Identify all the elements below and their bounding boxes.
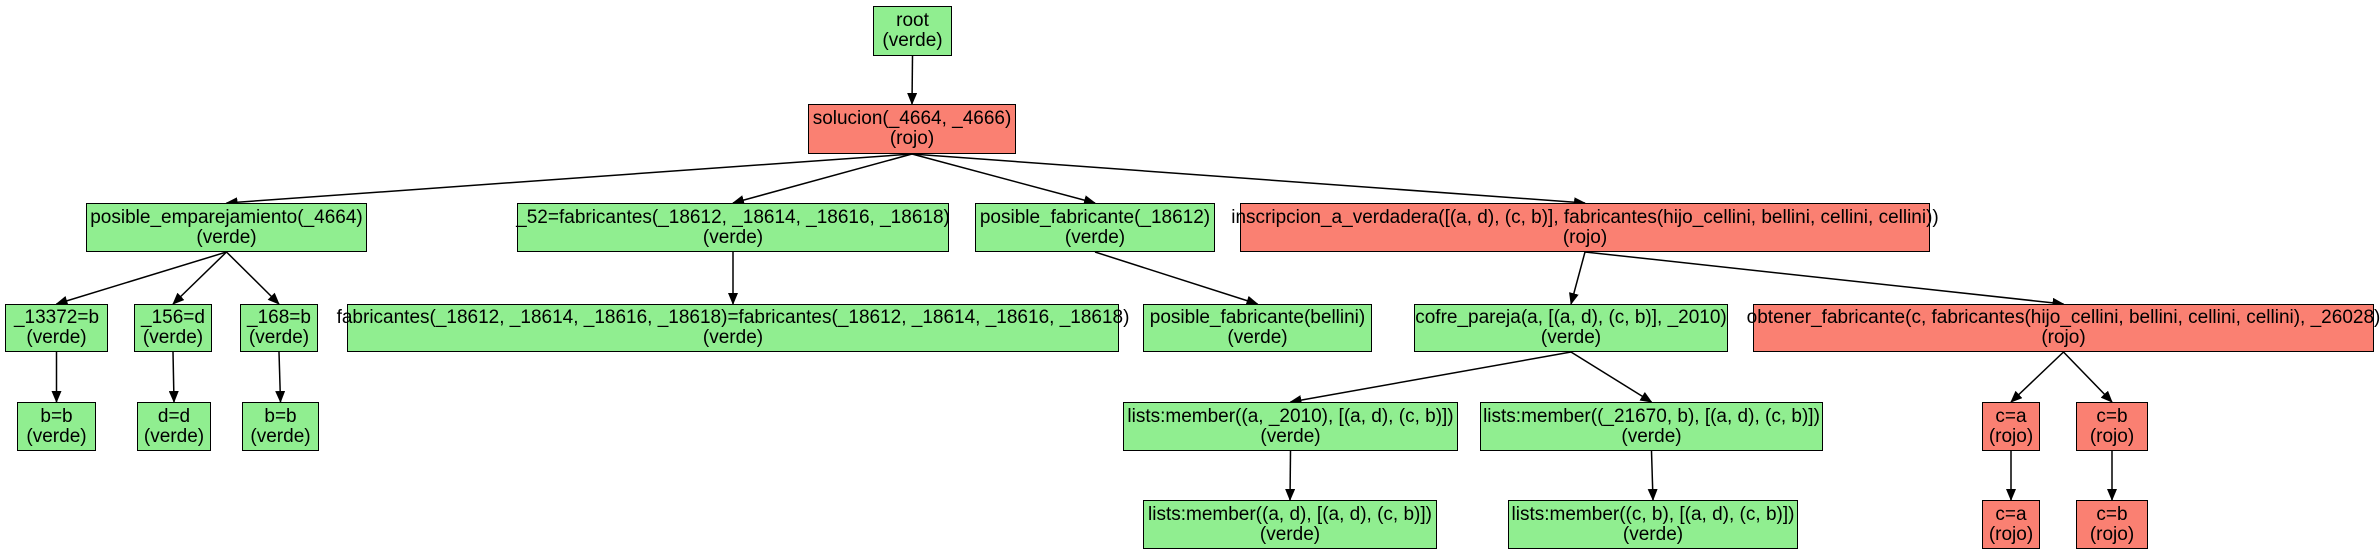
node-status: (verde) (882, 30, 943, 51)
tree-node: lists:member((_21670, b), [(a, d), (c, b… (1480, 402, 1823, 451)
edge-arrow (55, 251, 227, 306)
node-label: posible_fabricante(bellini) (1149, 307, 1366, 328)
tree-node: lists:member((c, b), [(a, d), (c, b)])(v… (1508, 500, 1798, 549)
tree-node: b=b(verde) (17, 402, 96, 451)
node-label: _13372=b (13, 307, 100, 328)
node-status: (rojo) (1988, 523, 2034, 545)
edge-arrow (907, 55, 918, 105)
edge-arrow (1289, 351, 1572, 405)
edge-arrow (911, 153, 1096, 205)
tree-node: _156=d(verde) (134, 304, 212, 352)
node-label: root (896, 10, 929, 31)
tree-node: lists:member((a, _2010), [(a, d), (c, b)… (1123, 402, 1458, 451)
node-label: inscripcion_a_verdadera([(a, d), (c, b)]… (1231, 206, 1939, 228)
edge-arrow (172, 251, 228, 305)
tree-node: posible_fabricante(bellini)(verde) (1143, 304, 1372, 352)
tree-node: solucion(_4664, _4666)(rojo) (808, 104, 1016, 154)
tree-node: _52=fabricantes(_18612, _18614, _18616, … (516, 203, 950, 252)
edge-arrow (1094, 251, 1259, 306)
edge-arrow (1647, 450, 1658, 501)
node-status: (verde) (250, 425, 311, 447)
tree-node: c=a(rojo) (1982, 402, 2040, 451)
node-status: (verde) (702, 327, 764, 348)
node-status: (verde) (1064, 226, 1126, 248)
node-label: solucion(_4664, _4666) (812, 108, 1012, 129)
node-status: (rojo) (2089, 425, 2135, 447)
tree-node: d=d(verde) (137, 402, 211, 451)
tree-node: lists:member((a, d), [(a, d), (c, b)])(v… (1143, 500, 1437, 549)
node-status: (rojo) (889, 128, 935, 149)
node-label: c=a (1995, 503, 2027, 525)
node-label: _52=fabricantes(_18612, _18614, _18616, … (516, 206, 950, 228)
edge-arrow (1569, 251, 1586, 305)
node-status: (verde) (26, 425, 87, 447)
node-label: posible_fabricante(_18612) (979, 206, 1211, 228)
edge-arrow (225, 153, 913, 208)
node-status: (verde) (1259, 523, 1321, 545)
tree-node: inscripcion_a_verdadera([(a, d), (c, b)]… (1231, 203, 1939, 252)
node-status: (verde) (142, 327, 204, 348)
node-label: lists:member((a, _2010), [(a, d), (c, b)… (1127, 405, 1454, 427)
node-status: (verde) (248, 327, 310, 348)
edge-arrow (2062, 351, 2113, 403)
node-label: obtener_fabricante(c, fabricantes(hijo_c… (1746, 307, 2380, 328)
node-status: (verde) (196, 226, 257, 248)
tree-node: fabricantes(_18612, _18614, _18616, _186… (337, 304, 1129, 352)
tree-node: _168=b(verde) (240, 304, 318, 352)
tree-node: cofre_pareja(a, [(a, d), (c, b)], _2010)… (1414, 304, 1728, 352)
node-label: c=a (1995, 405, 2027, 427)
edge-arrow (1285, 450, 1296, 501)
node-label: c=b (2096, 503, 2128, 525)
edge-arrow (911, 153, 1586, 208)
node-status: (rojo) (2089, 523, 2135, 545)
node-label: cofre_pareja(a, [(a, d), (c, b)], _2010) (1415, 307, 1727, 328)
node-status: (verde) (1227, 327, 1288, 348)
node-status: (verde) (1540, 327, 1602, 348)
node-status: (verde) (26, 327, 87, 348)
node-status: (verde) (702, 226, 764, 248)
tree-node: _13372=b(verde) (5, 304, 108, 352)
node-label: b=b (264, 405, 297, 427)
edge-arrow (1584, 251, 2065, 308)
node-label: posible_emparejamiento(_4664) (90, 206, 363, 228)
node-label: lists:member((c, b), [(a, d), (c, b)]) (1511, 503, 1795, 525)
edge-arrow (168, 351, 179, 403)
tree-node: c=a(rojo) (1982, 500, 2040, 549)
edge-arrow (225, 251, 280, 305)
tree-node: root(verde) (873, 6, 952, 56)
node-label: d=d (157, 405, 191, 427)
node-label: fabricantes(_18612, _18614, _18616, _186… (336, 307, 1130, 328)
edge-arrow (275, 351, 286, 403)
tree-node: posible_emparejamiento(_4664)(verde) (86, 203, 367, 252)
node-status: (verde) (1621, 425, 1682, 447)
node-status: (rojo) (1562, 226, 1608, 248)
node-status: (verde) (1622, 523, 1684, 545)
node-label: _156=d (141, 307, 205, 328)
tree-node: posible_fabricante(_18612)(verde) (975, 203, 1215, 252)
edge-arrow (2010, 351, 2065, 403)
node-status: (rojo) (1988, 425, 2034, 447)
node-label: _168=b (247, 307, 311, 328)
tree-node: b=b(verde) (242, 402, 319, 451)
edge-arrow (1570, 351, 1653, 403)
node-status: (verde) (1260, 425, 1321, 447)
tree-node: obtener_fabricante(c, fabricantes(hijo_c… (1747, 304, 2380, 352)
tree-node: c=b(rojo) (2076, 402, 2148, 451)
node-label: b=b (40, 405, 73, 427)
node-status: (verde) (143, 425, 205, 447)
edge-arrow (732, 153, 913, 205)
tree-node: c=b(rojo) (2076, 500, 2148, 549)
node-label: c=b (2096, 405, 2128, 427)
node-label: lists:member((_21670, b), [(a, d), (c, b… (1483, 405, 1820, 427)
node-status: (rojo) (2041, 327, 2086, 348)
node-label: lists:member((a, d), [(a, d), (c, b)]) (1148, 503, 1432, 525)
